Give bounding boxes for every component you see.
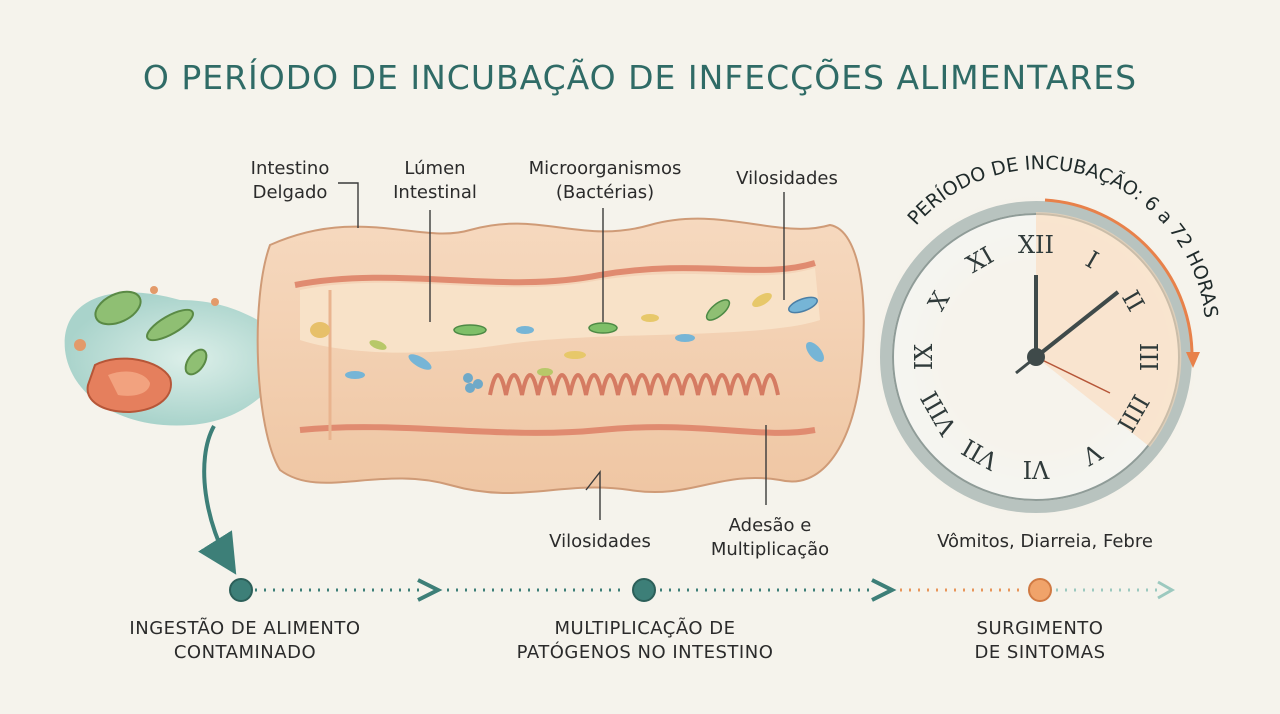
label-villi-top: Vilosidades <box>736 168 838 189</box>
page-title: O PERÍODO DE INCUBAÇÃO DE INFECÇÕES ALIM… <box>142 58 1138 97</box>
timeline-node-symptoms <box>1028 578 1052 602</box>
clock-numeral: IX <box>910 344 938 371</box>
clock-numeral: III <box>1134 343 1162 371</box>
timeline <box>229 578 1176 602</box>
label-symptoms: Vômitos, Diarreia, Febre <box>937 531 1153 552</box>
ingestion-arrow <box>198 425 237 575</box>
label-villi-bottom: Vilosidades <box>549 531 651 552</box>
timeline-node-ingestion <box>229 578 253 602</box>
clock-numeral: XII <box>1018 231 1054 259</box>
timeline-node-multiplication <box>632 578 656 602</box>
small-intestine-diagram <box>256 217 865 494</box>
contaminated-food-bubble <box>64 286 310 426</box>
label-leader-lines <box>338 182 785 520</box>
label-microorganisms: Microorganismos(Bactérias) <box>528 158 682 203</box>
clock-numeral: VI <box>1023 455 1051 483</box>
